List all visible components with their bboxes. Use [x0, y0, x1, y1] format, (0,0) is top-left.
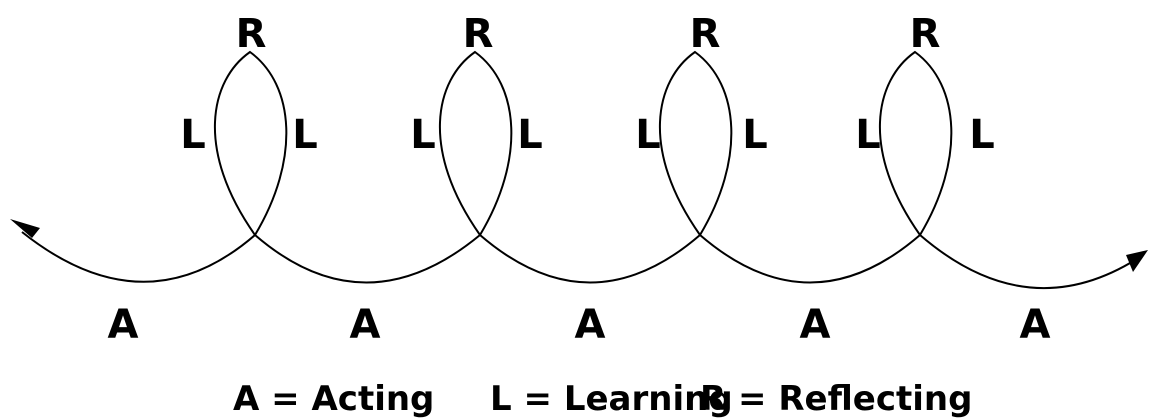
legend: A = Acting L = Learning R = Reflecting	[233, 379, 972, 419]
action-learning-spiral-curve	[21, 50, 1144, 289]
legend-acting: A = Acting	[233, 379, 434, 419]
reflect-label-1: R	[236, 11, 267, 57]
learn-label-3a: L	[635, 112, 661, 158]
legend-learning: L = Learning	[490, 379, 733, 419]
learn-label-4b: L	[969, 112, 995, 158]
act-label-4: A	[800, 302, 831, 348]
learn-label-4a: L	[855, 112, 881, 158]
learn-label-2a: L	[410, 112, 436, 158]
act-label-2: A	[350, 302, 381, 348]
end-arrowhead-icon	[1126, 250, 1148, 272]
act-label-5: A	[1020, 302, 1051, 348]
learn-label-1b: L	[292, 112, 318, 158]
learn-label-3b: L	[742, 112, 768, 158]
act-label-1: A	[108, 302, 139, 348]
act-label-3: A	[575, 302, 606, 348]
reflect-label-4: R	[910, 11, 941, 57]
reflect-label-2: R	[463, 11, 494, 57]
learn-label-1a: L	[180, 112, 206, 158]
learn-label-2b: L	[517, 112, 543, 158]
start-arrowhead-icon	[10, 219, 40, 238]
reflect-label-3: R	[690, 11, 721, 57]
legend-reflecting: R = Reflecting	[700, 379, 972, 419]
